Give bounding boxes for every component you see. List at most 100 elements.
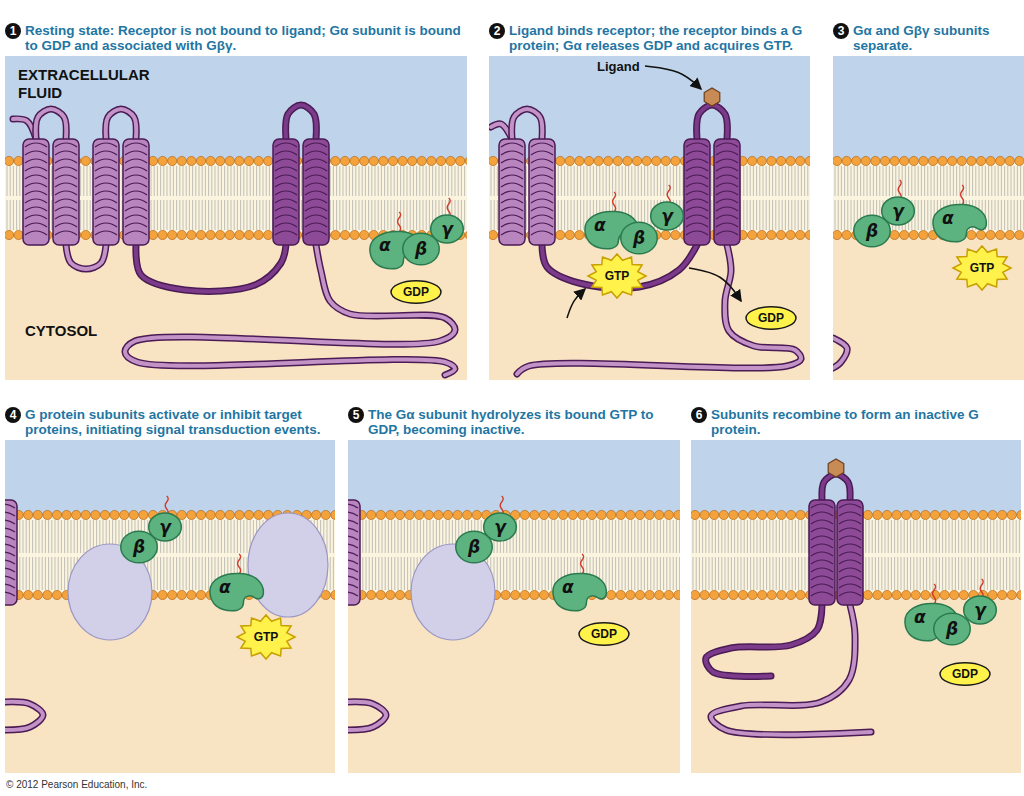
subunit-outline [431, 215, 464, 243]
lipid-head [998, 510, 1007, 519]
lipid-head [777, 590, 786, 599]
lipid-head [148, 230, 157, 239]
lipid-head [321, 510, 330, 519]
lipid-head [911, 510, 920, 519]
lipid-head [729, 510, 738, 519]
lipid-head [52, 510, 61, 519]
receptor-loop-outline [706, 605, 822, 676]
lipid-head [81, 230, 90, 239]
subunit-letter: γ [661, 207, 673, 226]
helix-coil [305, 143, 327, 235]
step-number: 4 [5, 407, 21, 423]
gdp-label: GDP [390, 280, 442, 304]
lipid-head [367, 510, 376, 519]
lipid-head [33, 510, 42, 519]
step-caption-row: 6Subunits recombine to form an inactive … [691, 407, 1015, 437]
subunit-outline [149, 513, 182, 541]
lipid-head [757, 230, 766, 239]
lipid-head [395, 590, 404, 599]
helix-coil [55, 143, 77, 235]
lipid-head [511, 590, 520, 599]
lipid-head [350, 156, 359, 165]
subunit-letter: γ [494, 518, 506, 537]
lipid-head [623, 156, 632, 165]
receptor-loop [36, 109, 66, 139]
lipid-head [738, 510, 747, 519]
lipid-head [652, 156, 661, 165]
lipid-head [757, 156, 766, 165]
lipid-head [177, 230, 186, 239]
gdp-label: GDP [939, 662, 991, 686]
lipid-head [427, 156, 436, 165]
lipid-head [405, 510, 414, 519]
lipid-head [360, 156, 369, 165]
lipid-head [456, 156, 465, 165]
gdp-oval [579, 623, 629, 645]
receptor-loop [66, 245, 106, 269]
lipid-head [861, 156, 870, 165]
shape-outline [928, 201, 990, 243]
receptor-loop-outline [348, 702, 386, 730]
step-panel: 2Ligand binds receptor; the receptor bin… [489, 56, 810, 380]
step-caption-row: 5The Gα subunit hydrolyzes its bound GTP… [348, 407, 674, 437]
lipid-head [539, 590, 548, 599]
subunit-letter: γ [974, 601, 986, 620]
lipid-head [520, 590, 529, 599]
lipid-head [645, 590, 654, 599]
lipid-head [312, 510, 321, 519]
lipid-head [216, 510, 225, 519]
lipid-head [408, 156, 417, 165]
lipid-head [902, 590, 911, 599]
lipid-head [578, 510, 587, 519]
subunit-outline [964, 596, 997, 624]
lipid-head [386, 590, 395, 599]
lipid-head [244, 230, 253, 239]
lipid-head [911, 590, 920, 599]
gtp-star [953, 246, 1011, 290]
receptor-loop [517, 245, 801, 374]
lipid-head [890, 156, 899, 165]
lipid-head [700, 510, 709, 519]
lipid-head [24, 510, 33, 519]
receptor-helix [123, 139, 149, 245]
subunit-outline [651, 202, 684, 230]
lipid-head [796, 590, 805, 599]
receptor-loop-outline [125, 245, 455, 375]
ligand-molecule [704, 88, 720, 106]
gdp-label: GDP [578, 622, 630, 646]
lipid-head [786, 510, 795, 519]
lipid-head [1017, 510, 1021, 519]
helix-coil [531, 143, 553, 235]
lipid-head [158, 230, 167, 239]
nucleotide-label: GTP [970, 261, 995, 275]
lipid-head [424, 510, 433, 519]
lipid-head [833, 156, 842, 165]
receptor-loop [125, 245, 455, 375]
receptor-loop [822, 474, 850, 500]
step-caption-row: 3Gα and Gβγ subunits separate. [833, 23, 1018, 53]
lipid-head [616, 510, 625, 519]
lipid-head [225, 510, 234, 519]
lipid-head [559, 510, 568, 519]
receptor-loop-outline [136, 245, 286, 291]
region-label: EXTRACELLULAR FLUID [18, 66, 168, 102]
helix-coil [125, 143, 147, 235]
receptor-helix [837, 500, 863, 605]
lipid-head [254, 510, 263, 519]
lipid-head [674, 590, 680, 599]
step-caption-row: 2Ligand binds receptor; the receptor bin… [489, 23, 804, 53]
nucleotide-label: GTP [254, 630, 279, 644]
lipid-head [597, 510, 606, 519]
lipid-head [235, 156, 244, 165]
lipid-head [671, 156, 680, 165]
subunit-letter: β [946, 620, 958, 639]
lipid-head [331, 230, 340, 239]
lipid-head [453, 510, 462, 519]
lipid-anchor [398, 212, 401, 232]
lipid-head [206, 156, 215, 165]
lipid-head [748, 156, 757, 165]
lipid-head [379, 156, 388, 165]
lipid-head [986, 230, 995, 239]
lipid-head [664, 590, 673, 599]
